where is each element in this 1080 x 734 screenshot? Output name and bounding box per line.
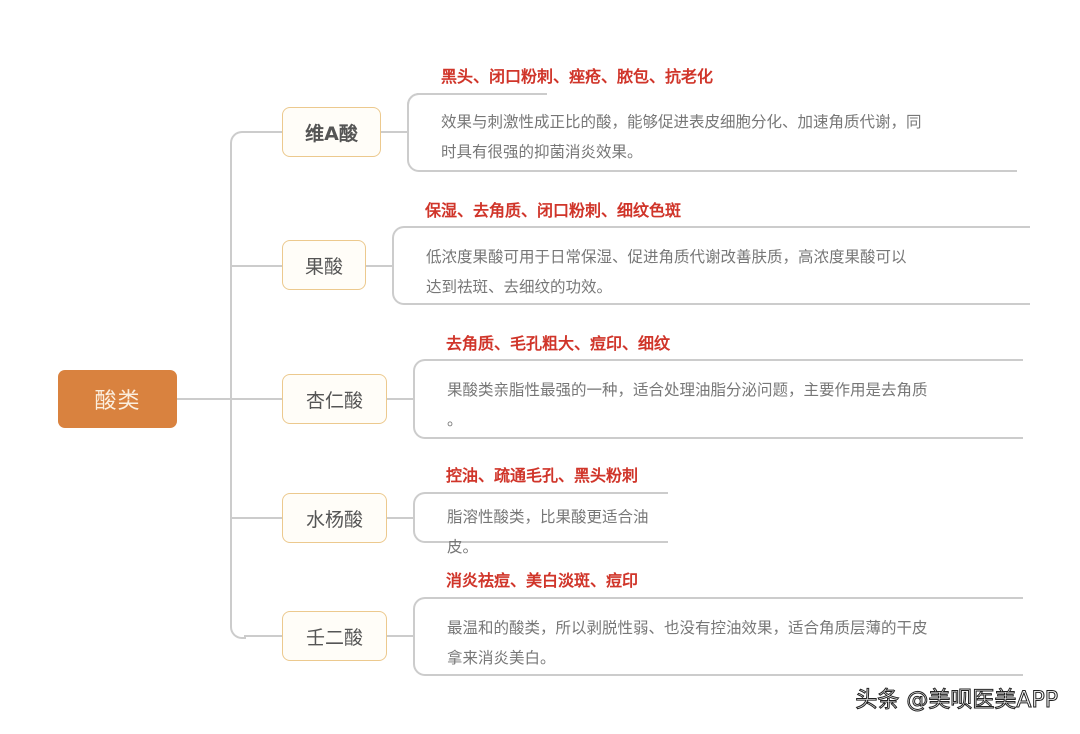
description-line: 果酸类亲脂性最强的一种，适合处理油脂分泌问题，主要作用是去角质 [447, 381, 928, 399]
tags-fruit-acid: 保湿、去角质、闭口粉刺、细纹色斑 [425, 201, 682, 220]
description-line: 脂溶性酸类，比果酸更适合油皮。 [447, 508, 649, 556]
branch-connector-1 [232, 265, 282, 267]
card-vitamin-a-acid: 效果与刺激性成正比的酸，能够促进表皮细胞分化、加速角质代谢，同 时具有很强的抑菌… [407, 93, 1017, 172]
node-card-connector-0 [381, 131, 408, 133]
description-line: 拿来消炎美白。 [447, 649, 556, 667]
branch-connector-4 [244, 635, 282, 637]
tags-mandelic-acid: 去角质、毛孔粗大、痘印、细纹 [446, 334, 671, 353]
node-mandelic-acid[interactable]: 杏仁酸 [282, 374, 387, 424]
node-salicylic-acid[interactable]: 水杨酸 [282, 493, 387, 543]
card-azelaic-acid: 最温和的酸类，所以剥脱性弱、也没有控油效果，适合角质层薄的干皮 拿来消炎美白。 [413, 597, 1023, 676]
description-line: 时具有很强的抑菌消炎效果。 [441, 143, 643, 161]
root-node[interactable]: 酸类 [58, 370, 177, 428]
node-card-connector-3 [387, 517, 414, 519]
card-fruit-acid: 低浓度果酸可用于日常保湿、促进角质代谢改善肤质，高浓度果酸可以 达到祛斑、去细纹… [392, 226, 1030, 305]
node-card-connector-4 [387, 635, 414, 637]
description-line: 最温和的酸类，所以剥脱性弱、也没有控油效果，适合角质层薄的干皮 [447, 619, 928, 637]
node-card-connector-1 [366, 265, 393, 267]
node-label: 维A酸 [305, 122, 358, 145]
node-label: 杏仁酸 [305, 389, 363, 412]
tags-salicylic-acid: 控油、疏通毛孔、黑头粉刺 [446, 466, 639, 485]
branch-connector-0 [244, 131, 282, 133]
description-line: 。 [447, 411, 463, 429]
description-line: 低浓度果酸可用于日常保湿、促进角质代谢改善肤质，高浓度果酸可以 [426, 248, 907, 266]
trunk-line [230, 131, 246, 639]
description-line: 达到祛斑、去细纹的功效。 [426, 278, 613, 296]
node-vitamin-a-acid[interactable]: 维A酸 [282, 107, 381, 157]
node-label: 果酸 [304, 255, 343, 278]
description-line: 效果与刺激性成正比的酸，能够促进表皮细胞分化、加速角质代谢，同 [441, 113, 922, 131]
tag-underline [417, 93, 547, 95]
card-mandelic-acid: 果酸类亲脂性最强的一种，适合处理油脂分泌问题，主要作用是去角质 。 [413, 359, 1023, 439]
root-label: 酸类 [94, 389, 141, 414]
branch-connector-2 [232, 398, 282, 400]
branch-connector-3 [232, 517, 282, 519]
node-fruit-acid[interactable]: 果酸 [282, 240, 366, 290]
node-label: 壬二酸 [305, 626, 363, 649]
tags-vitamin-a-acid: 黑头、闭口粉刺、痤疮、脓包、抗老化 [441, 67, 714, 86]
node-azelaic-acid[interactable]: 壬二酸 [282, 611, 387, 661]
root-connector [177, 398, 232, 400]
tags-azelaic-acid: 消炎祛痘、美白淡斑、痘印 [446, 571, 639, 590]
card-salicylic-acid: 脂溶性酸类，比果酸更适合油皮。 [413, 492, 668, 556]
node-label: 水杨酸 [305, 508, 363, 531]
watermark: 头条 @美呗医美APP [855, 688, 1059, 714]
node-card-connector-2 [387, 398, 414, 400]
